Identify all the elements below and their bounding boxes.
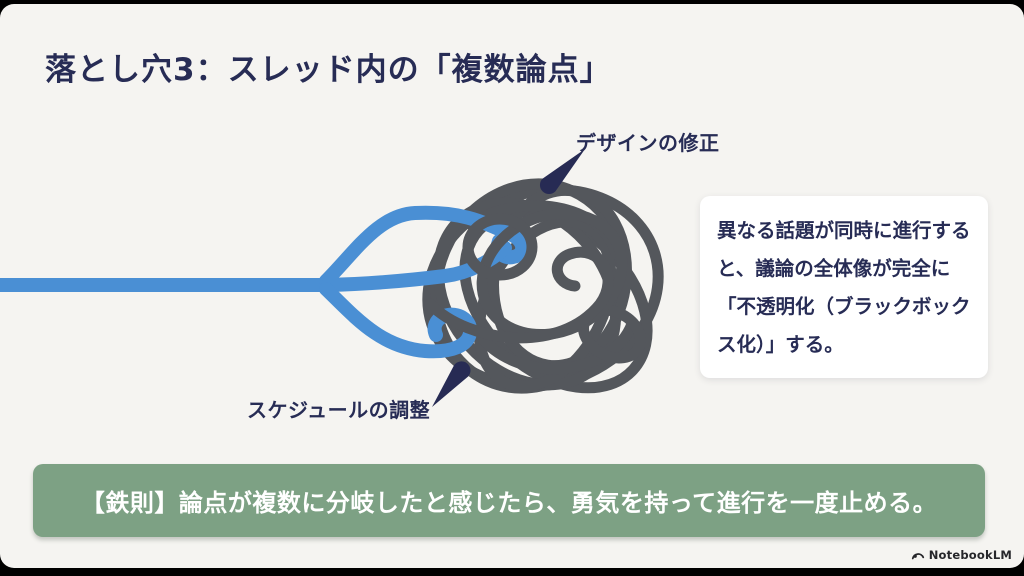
callout-text: 異なる話題が同時に進行すると、議論の全体像が完全に「不透明化（ブラックボックス化… [717, 219, 971, 357]
tangle-scribble [422, 178, 664, 394]
callout-box: 異なる話題が同時に進行すると、議論の全体像が完全に「不透明化（ブラックボックス化… [700, 196, 988, 379]
pointer-pin-bottom-icon [432, 361, 471, 407]
thread-tangle-diagram [0, 149, 664, 407]
notebooklm-logo-icon [911, 553, 924, 560]
pointer-pin-top-icon [539, 149, 585, 195]
rule-banner-text: 【鉄則】論点が複数に分岐したと感じたら、勇気を持って進行を一度止める。 [80, 489, 938, 517]
slide-canvas: 落とし穴3：スレッド内の「複数論点」 [0, 4, 1024, 568]
diagram-label-schedule: スケジュールの調整 [247, 398, 431, 422]
rule-banner: 【鉄則】論点が複数に分岐したと感じたら、勇気を持って進行を一度止める。 [33, 464, 985, 537]
notebooklm-brand: NotebookLM [911, 548, 1012, 562]
tangle-scribble-overlay [424, 207, 628, 344]
slide-title: 落とし穴3：スレッド内の「複数論点」 [45, 52, 612, 88]
diagram-label-design: デザインの修正 [576, 131, 720, 155]
notebooklm-brand-text: NotebookLM [928, 548, 1012, 562]
